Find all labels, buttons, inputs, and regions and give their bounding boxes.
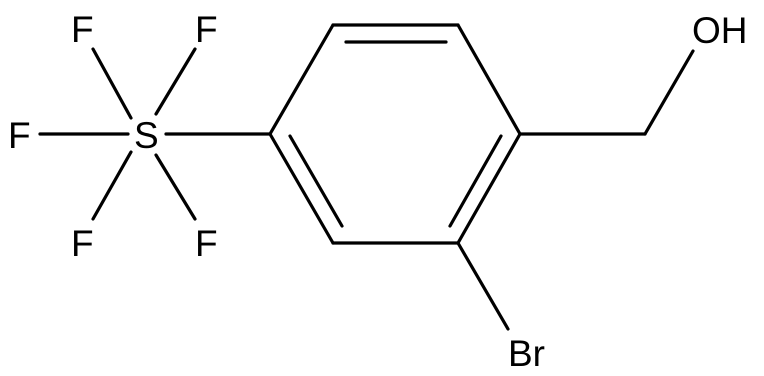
bond-s-to-f-bottom-right	[154, 153, 197, 221]
hydroxyl-label: OH	[692, 10, 748, 51]
fluorine-left-label: F	[8, 115, 31, 156]
ring-bond-lower-left	[268, 132, 335, 245]
ring-bond-upper-right	[456, 23, 522, 136]
bond-ch2-to-oh	[643, 49, 695, 136]
bond-ring-to-br	[456, 241, 510, 331]
fluorine-bottom-right-label: F	[195, 223, 218, 264]
ring-bond-lower-right	[456, 132, 522, 245]
bond-s-to-f-bottom-left	[91, 150, 133, 221]
ring-bond-lower-right-inner	[448, 134, 503, 228]
fluorine-top-left-label: F	[71, 9, 94, 50]
fluorine-bottom-left-label: F	[71, 223, 94, 264]
ring-bond-lower-left-inner	[288, 134, 344, 228]
bond-s-to-f-top-right	[154, 47, 197, 116]
ring-bond-upper-left	[268, 23, 335, 136]
bromine-label: Br	[508, 333, 545, 374]
bond-s-to-f-top-left	[91, 47, 133, 120]
fluorine-top-right-label: F	[195, 9, 218, 50]
sulfur-label: S	[134, 115, 159, 156]
